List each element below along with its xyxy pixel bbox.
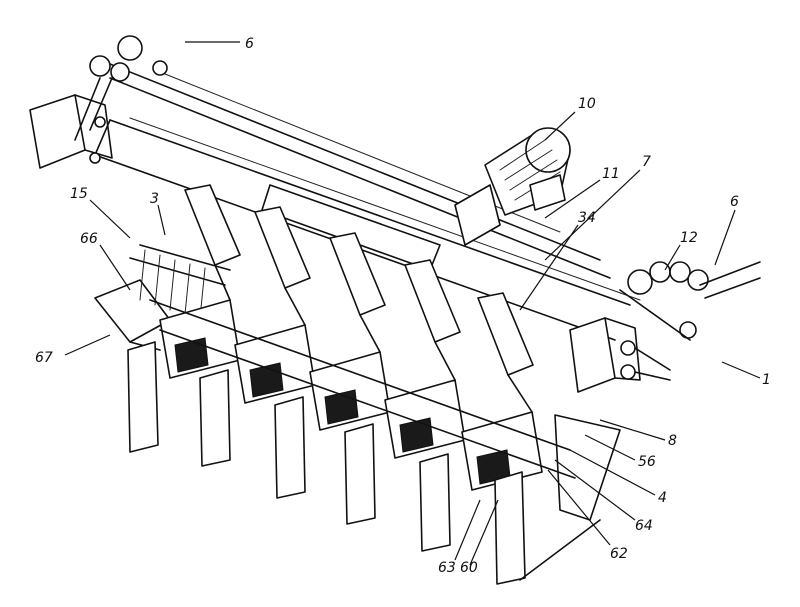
label-60: 60 bbox=[460, 560, 478, 576]
label-6-top: 6 bbox=[245, 36, 254, 52]
cutter-unit bbox=[199, 206, 316, 467]
cutter-unit bbox=[419, 292, 543, 552]
top-left-pulley bbox=[74, 35, 168, 141]
label-64: 64 bbox=[635, 518, 653, 534]
cutter-units bbox=[127, 184, 543, 585]
label-66: 66 bbox=[80, 231, 98, 247]
motor-10 bbox=[454, 127, 571, 246]
right-pulley-12 bbox=[619, 261, 761, 341]
cutter-unit bbox=[344, 259, 466, 525]
label-8: 8 bbox=[668, 433, 677, 449]
reference-numerals: 6 10 11 7 12 6 15 3 34 66 67 1 8 56 4 64… bbox=[35, 36, 771, 576]
label-11: 11 bbox=[602, 166, 620, 182]
label-3: 3 bbox=[150, 191, 159, 207]
label-63: 63 bbox=[438, 560, 456, 576]
label-6-right: 6 bbox=[730, 194, 739, 210]
label-12: 12 bbox=[680, 230, 698, 246]
label-56: 56 bbox=[638, 454, 656, 470]
label-4: 4 bbox=[658, 490, 667, 506]
cutter-unit bbox=[274, 232, 391, 499]
label-62: 62 bbox=[610, 546, 628, 562]
label-67: 67 bbox=[35, 350, 53, 366]
left-end-box bbox=[29, 94, 113, 169]
label-10: 10 bbox=[578, 96, 596, 112]
label-34: 34 bbox=[578, 210, 596, 226]
label-7: 7 bbox=[642, 154, 651, 170]
label-15: 15 bbox=[70, 186, 88, 202]
cutter-unit bbox=[127, 184, 241, 453]
label-1: 1 bbox=[762, 372, 771, 388]
right-end-box bbox=[569, 317, 671, 393]
leader-lines bbox=[64, 41, 761, 566]
